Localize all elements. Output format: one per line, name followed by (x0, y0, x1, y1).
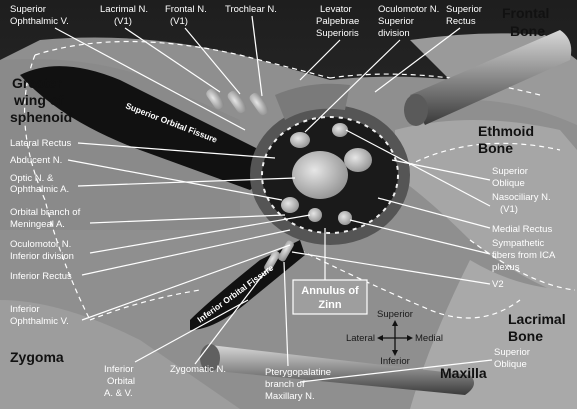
frontal-bone-label-1: Frontal (502, 5, 549, 21)
superior-oblique-2-label-1: Superior (494, 347, 530, 358)
trochlear-label: Trochlear N. (225, 4, 277, 15)
bottom-labels: Inferior Orbital A. & V. Zygomatic N. Pt… (104, 364, 331, 402)
ethmoid-bone-label-1: Ethmoid (478, 123, 534, 139)
pterygopalatine-label-2: branch of (265, 379, 305, 390)
v2-label: V2 (492, 279, 504, 290)
oculomotor-inf-label-1: Oculomotor N. (10, 239, 71, 250)
frontal-label-2: (V1) (170, 16, 188, 27)
lacrimal-surface (410, 260, 577, 409)
lacrimal-label-2: (V1) (114, 16, 132, 27)
frontal-nerve (227, 90, 247, 114)
sympathetic-fibers (338, 211, 352, 225)
pterygopalatine-branch (278, 240, 294, 262)
levator-muscle (275, 83, 350, 120)
annulus-label-box (292, 279, 368, 315)
annulus-dashed (261, 116, 399, 234)
compass-inferior: Inferior (380, 356, 410, 367)
superior-orbital-fissure (20, 66, 264, 190)
optic-label-1: Optic N. & (10, 173, 54, 184)
inferior-rectus-label: Inferior Rectus (10, 271, 72, 282)
inferior-orbital-label-1: Inferior (104, 364, 134, 375)
annulus-label-1: Annulus of (301, 285, 359, 297)
zygomatic-label: Zygomatic N. (170, 364, 226, 375)
inferior-orbital-label-3: A. & V. (104, 388, 133, 399)
optic-label-2: Ophthalmic A. (10, 184, 69, 195)
zygoma-surface (0, 300, 240, 409)
oculomotor-inferior (308, 208, 322, 222)
compass-lateral: Lateral (346, 333, 375, 344)
sympathetic-label-2: fibers from ICA (492, 250, 556, 261)
abducent-label: Abducent N. (10, 155, 62, 166)
superior-rectus-label-2: Rectus (446, 16, 476, 27)
greater-wing-label-1: Greater (12, 75, 62, 91)
oculomotor-sup-label-3: division (378, 28, 410, 39)
inferior-orbital-label-2: Orbital (107, 376, 135, 387)
oculomotor-superior (290, 132, 310, 148)
superior-rectus-label-1: Superior (446, 4, 482, 15)
superior-ophthalmic-label-2: Ophthalmic V. (10, 16, 69, 27)
levator-label-2: Palpebrae (316, 16, 359, 27)
greater-wing-label-2: wing of (13, 92, 63, 108)
lacrimal-bone-label-1: Lacrimal (508, 311, 566, 327)
pterygopalatine-label-1: Pterygopalatine (265, 367, 331, 378)
levator-label-3: Superioris (316, 28, 359, 39)
lacrimal-bone-label-2: Bone (508, 328, 543, 344)
frontal-label-1: Frontal N. (165, 4, 207, 15)
levator-label-1: Levator (320, 4, 352, 15)
inferior-ophthalmic-label-1: Inferior (10, 304, 40, 315)
sympathetic-label-3: plexus (492, 262, 520, 273)
superior-oblique-cylinder (410, 30, 572, 125)
superior-oblique-label-2: Oblique (492, 178, 525, 189)
nasociliary-label-2: (V1) (500, 204, 518, 215)
frontal-bone-label-2: Bone (510, 23, 545, 39)
zygoma-label: Zygoma (10, 349, 64, 365)
ethmoid-bone-label-2: Bone (478, 140, 513, 156)
lacrimal-label-1: Lacrimal N. (100, 4, 148, 15)
sympathetic-label-1: Sympathetic (492, 238, 545, 249)
medial-rectus-label: Medial Rectus (492, 224, 552, 235)
greater-wing-label-3: sphenoid (10, 109, 72, 125)
orbital-branch-label-2: Meningeal A. (10, 219, 65, 230)
oculomotor-inf-label-2: Inferior division (10, 251, 74, 262)
orbital-branch-label-1: Orbital branch of (10, 207, 81, 218)
lateral-rectus-label: Lateral Rectus (10, 138, 72, 149)
superior-ophthalmic-label-1: Superior (10, 4, 46, 15)
cylinder-end-top (404, 94, 428, 126)
trochlear-nerve (249, 92, 269, 116)
top-labels: Superior Ophthalmic V. Lacrimal N. (V1) … (10, 4, 482, 39)
leader-lines (54, 15, 493, 383)
nasociliary-nerve (332, 123, 348, 137)
inferior-oblique-cylinder (205, 345, 474, 395)
abducent-nerve (281, 197, 299, 213)
nasociliary-label-1: Nasociliary N. (492, 192, 551, 203)
zygomatic-nerve (264, 250, 280, 272)
inferior-ophthalmic-label-2: Ophthalmic V. (10, 316, 69, 327)
oculomotor-sup-label-1: Oculomotor N. (378, 4, 439, 15)
maxilla-label: Maxilla (440, 365, 487, 381)
ethmoid-surface (395, 120, 577, 300)
compass-medial: Medial (415, 333, 443, 344)
compass-superior: Superior (377, 309, 413, 320)
right-labels: Superior Oblique Nasociliary N. (V1) Med… (492, 166, 556, 370)
optic-nerve (292, 151, 348, 199)
suture-lines (24, 40, 576, 321)
pterygopalatine-label-3: Maxillary N. (265, 391, 315, 402)
superior-oblique-2-label-2: Oblique (494, 359, 527, 370)
left-labels: Lateral Rectus Abducent N. Optic N. & Op… (10, 138, 81, 327)
lacrimal-nerve (206, 88, 224, 110)
oculomotor-sup-label-2: Superior (378, 16, 414, 27)
ophthalmic-artery (344, 148, 372, 172)
annulus-label-2: Zinn (318, 299, 341, 311)
superior-oblique-label-1: Superior (492, 166, 528, 177)
inferior-orbital-fissure (190, 240, 305, 330)
orientation-compass: Superior Inferior Lateral Medial (346, 309, 443, 367)
